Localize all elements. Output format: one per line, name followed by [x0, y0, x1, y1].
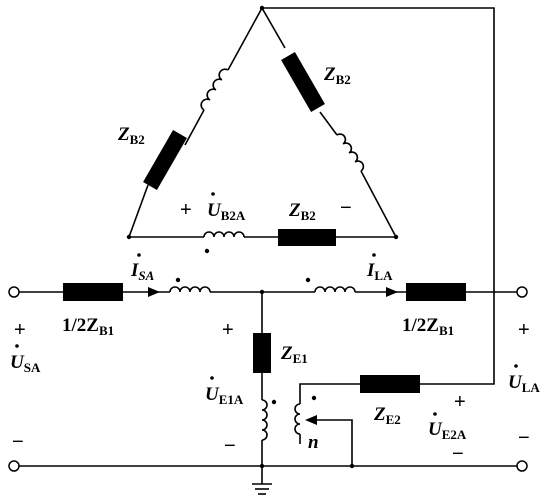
coil-delta-right — [336, 133, 365, 172]
bottom-line — [8, 460, 528, 495]
ue2a-minus: − — [452, 443, 464, 465]
polarity-dot-source-coil — [175, 277, 181, 283]
label-ub2a: UB2A — [207, 200, 246, 223]
label-ze1: ZE1 — [280, 343, 308, 366]
half-zb1-right-impedance — [406, 283, 466, 301]
ground-icon — [252, 483, 272, 495]
ue1a-minus: − — [224, 435, 236, 457]
ze1-impedance — [253, 333, 271, 373]
label-half-zb1-right: 1/2ZB1 — [402, 315, 454, 338]
coil-e1 — [261, 399, 268, 441]
label-is-a: ISA — [130, 260, 155, 283]
label-ue2a: UE2A — [428, 419, 467, 442]
ula-minus: − — [518, 427, 530, 449]
label-zb2-bottom: ZB2 — [288, 200, 316, 223]
zb2-left-impedance — [143, 130, 187, 190]
terminal-source-bottom — [8, 460, 20, 472]
e2-branch — [294, 375, 420, 466]
label-n: n — [308, 432, 319, 453]
arrow-il-a — [386, 287, 398, 297]
label-usa: USA — [10, 352, 41, 375]
ub2a-plus: + — [180, 199, 192, 221]
coil-e2 — [294, 403, 301, 435]
zb2-bottom-impedance — [278, 229, 336, 246]
polarity-dot-e1 — [271, 399, 277, 405]
ula-plus: + — [518, 319, 530, 341]
coil-delta-left — [200, 68, 229, 111]
ub2a-minus: − — [340, 197, 352, 219]
terminal-load-top — [516, 286, 528, 298]
label-il-a: ILA — [366, 260, 393, 283]
terminal-source-top — [8, 286, 20, 298]
coil-delta-bottom — [203, 231, 245, 238]
label-ze2: ZE2 — [373, 404, 401, 427]
arrow-is-a — [148, 287, 160, 297]
feed-wire — [262, 7, 495, 385]
main-line — [8, 277, 528, 301]
polarity-dot-load-coil — [305, 277, 311, 283]
ue1a-plus: + — [222, 319, 234, 341]
zb2-right-impedance — [281, 52, 325, 112]
label-ula: ULA — [508, 372, 540, 395]
usa-minus: − — [12, 431, 24, 453]
terminal-load-bottom — [516, 460, 528, 472]
polarity-dot-delta — [204, 248, 210, 254]
label-zb2-right: ZB2 — [323, 64, 351, 87]
label-half-zb1-left: 1/2ZB1 — [62, 315, 114, 338]
ze2-impedance — [360, 375, 420, 393]
tap-arrow — [305, 415, 317, 425]
polarity-dot-e2 — [311, 395, 317, 401]
e1-branch — [253, 292, 277, 466]
label-zb2-left: ZB2 — [117, 124, 145, 147]
usa-plus: + — [14, 319, 26, 341]
coil-source-side — [169, 286, 211, 293]
half-zb1-left-impedance — [63, 283, 123, 301]
delta-winding — [126, 5, 399, 254]
coil-load-side — [314, 286, 356, 293]
label-ue1a: UE1A — [205, 384, 244, 407]
ue2a-plus: + — [454, 391, 466, 413]
